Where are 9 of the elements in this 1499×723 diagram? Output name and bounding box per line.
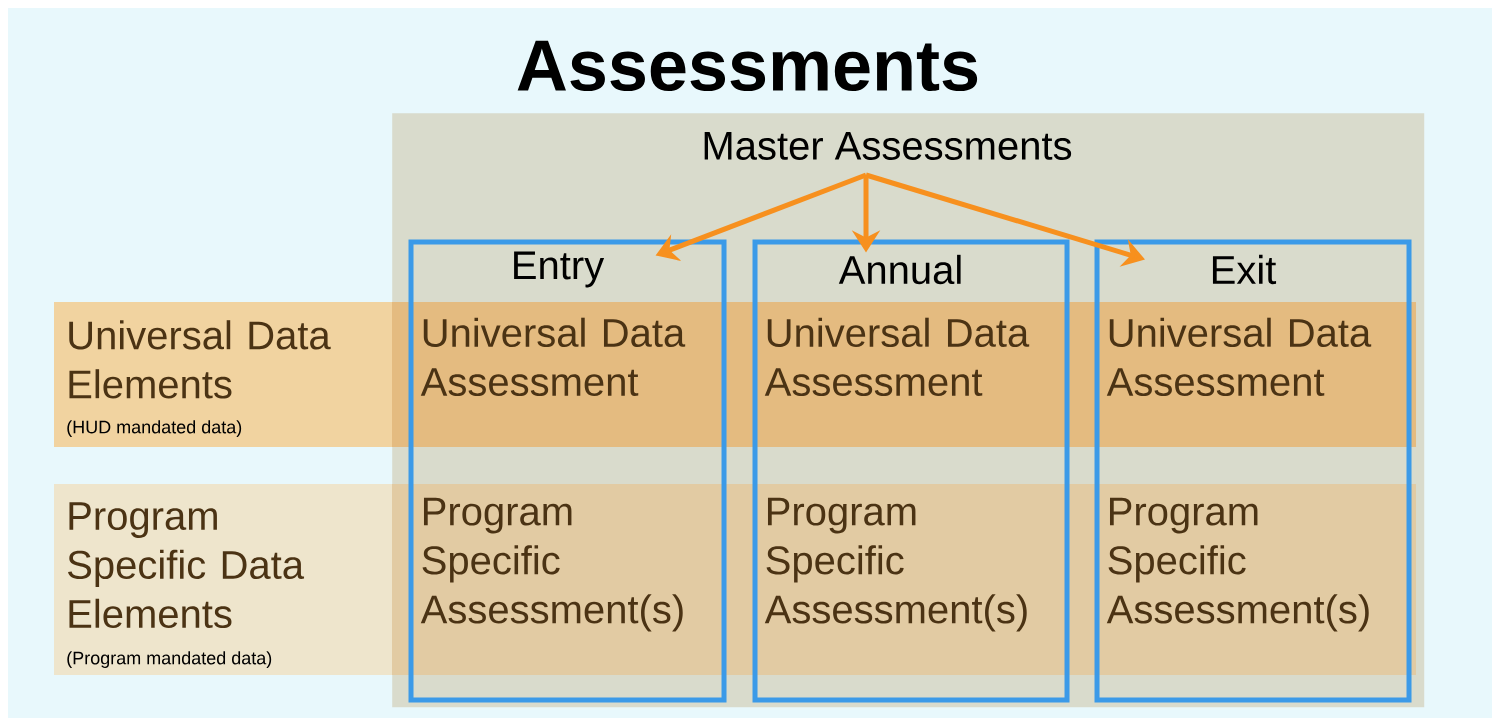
row-note: (Program mandated data)	[67, 651, 272, 668]
panel-heading: Master Assessments	[704, 132, 1072, 160]
row-heading: Universal Data Elements	[69, 320, 331, 399]
row-note: (HUD mandated data)	[67, 420, 242, 437]
title: Assessments	[517, 40, 978, 92]
column-heading: Annual	[838, 254, 961, 285]
column-heading: Exit	[1212, 254, 1277, 285]
row-heading: Program Specific Data Elements	[68, 502, 305, 629]
column-heading: Entry	[514, 251, 605, 288]
